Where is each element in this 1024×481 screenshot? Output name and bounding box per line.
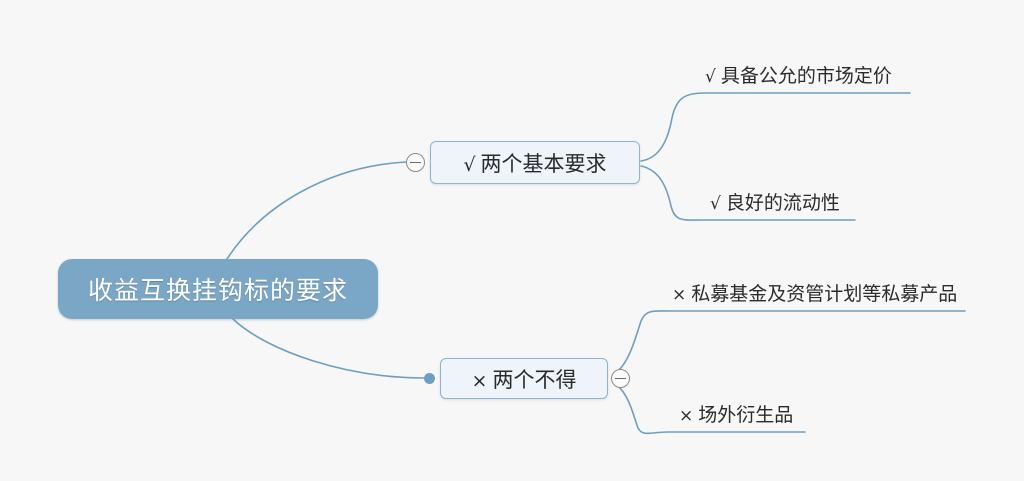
leaf-node-private-products[interactable]: ×私募基金及资管计划等私募产品	[672, 285, 957, 304]
edge-basic-to-pricing	[640, 92, 911, 162]
leaf-node-otc-derivatives-label: 场外衍生品	[698, 404, 794, 426]
leaf-node-liquidity-label: 良好的流动性	[725, 192, 840, 214]
branch-node-basic-label: √两个基本要求	[463, 148, 606, 178]
check-mark-icon: √	[705, 67, 716, 87]
minus-circle-icon-forbid[interactable]	[611, 369, 630, 388]
root-node-label: 收益互换挂钩标的要求	[87, 276, 348, 305]
branch-node-forbid[interactable]: ×两个不得	[440, 358, 608, 399]
branch-node-forbid-text: 两个不得	[492, 367, 577, 392]
check-mark-icon: √	[710, 194, 721, 214]
bullet-dot-forbid[interactable]	[424, 373, 435, 384]
root-node[interactable]: 收益互换挂钩标的要求	[58, 259, 378, 319]
leaf-node-liquidity[interactable]: √良好的流动性	[710, 194, 840, 213]
edge-root-to-forbid	[232, 318, 425, 379]
edge-forbid-to-private	[617, 310, 966, 372]
leaf-node-private-products-label: 私募基金及资管计划等私募产品	[691, 283, 958, 305]
leaf-node-pricing-label: 具备公允的市场定价	[720, 65, 892, 87]
leaf-node-otc-derivatives[interactable]: ×场外衍生品	[679, 406, 793, 425]
check-mark-icon: √	[463, 153, 476, 176]
cross-mark-icon: ×	[471, 369, 488, 392]
branch-node-basic[interactable]: √两个基本要求	[430, 141, 640, 184]
branch-node-basic-text: 两个基本要求	[480, 151, 607, 176]
edge-root-to-basic	[226, 161, 407, 260]
minus-circle-icon-basic[interactable]	[406, 153, 425, 172]
cross-mark-icon: ×	[679, 406, 694, 426]
leaf-node-pricing[interactable]: √具备公允的市场定价	[705, 67, 892, 86]
branch-node-forbid-label: ×两个不得	[472, 364, 577, 394]
cross-mark-icon: ×	[672, 285, 687, 305]
